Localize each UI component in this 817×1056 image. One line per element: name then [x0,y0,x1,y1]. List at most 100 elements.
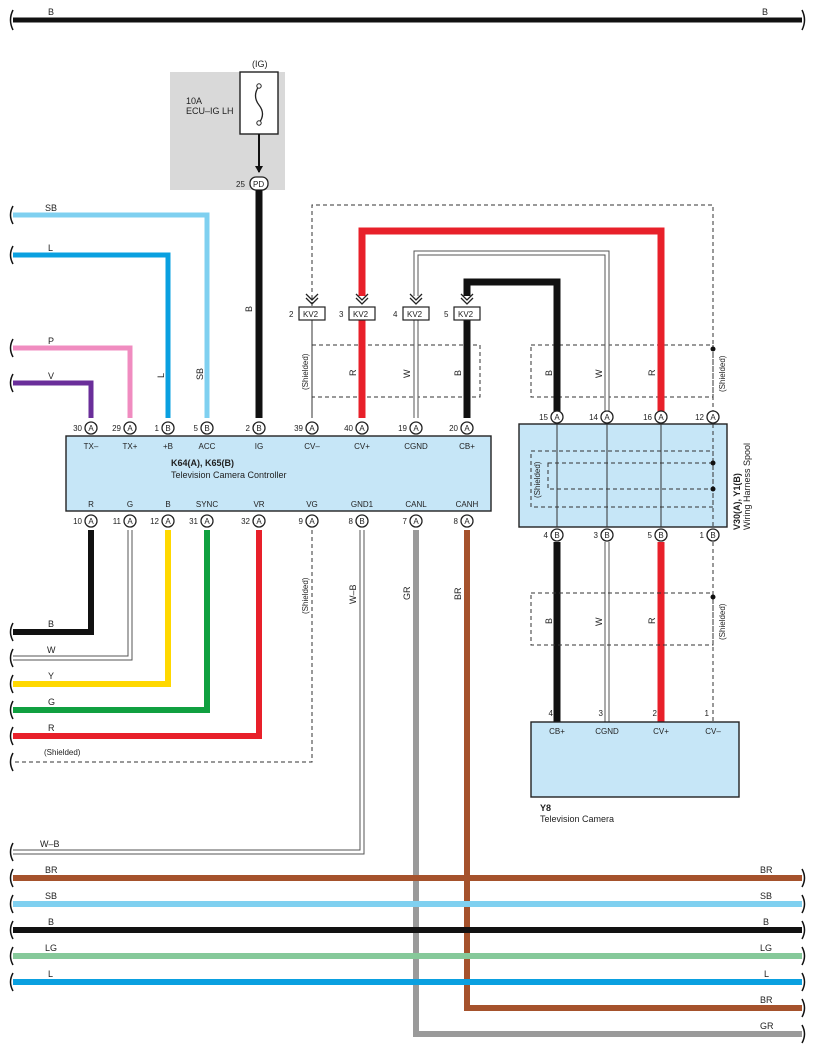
wiring-harness-spool: (Shielded) V30(A), Y1(B) Wiring Harness … [518,423,752,530]
controller-bottom-pin-3-conn: A [204,517,210,526]
controller-bottom-pin-3-label: SYNC [196,500,218,509]
controller-bottom-pin-5-num: 9 [299,517,304,526]
spool-top-pin-1: A14 [589,410,614,424]
camera-desc: Television Camera [540,814,614,824]
spool-bottom-pin-3: B1 [700,528,720,542]
fuse-rating: 10A [186,96,202,106]
spool-top-pin-0-conn: A [554,413,560,422]
spool-top-pin-2: A16 [643,410,668,424]
spool-bottom-pin-2-num: 5 [648,531,653,540]
bus-l-right: L [764,969,769,979]
controller-bottom-pin-2-label: B [165,500,170,509]
spool-top-pin-0: A15 [539,410,564,424]
controller-bottom-pin-7-conn: A [413,517,419,526]
camera-pin-3: 1CV– [705,709,722,736]
wire-sb-label: SB [195,368,205,380]
camera-pin-0-label: CB+ [549,727,565,736]
controller-top-pin-6-label: CV+ [354,442,370,451]
spool-bottom-pin-1: B3 [594,528,614,542]
bus-sb-right: SB [760,891,772,901]
controller-bottom-pin-7-num: 7 [403,517,408,526]
controller-top-pin-1-conn: A [127,424,133,433]
bus-lg-right: LG [760,943,772,953]
left-output-r-label: R [48,723,55,733]
junction-kv2-4: KV2 4 [393,293,430,321]
wire-ig-label: B [244,306,254,312]
left-input-sb-label: SB [45,203,57,213]
camera-pin-2-label: CV+ [653,727,669,736]
spool-lower-wire-w: W [594,617,604,626]
spool-inner-shield: (Shielded) [533,461,542,498]
fuse-name: ECU–IG LH [186,106,234,116]
controller-top-pin-6-conn: A [359,424,365,433]
spool-name: V30(A), Y1(B) [732,473,742,530]
spool-bottom-pin-2-conn: B [658,531,663,540]
wire-canh-label: BR [453,587,463,600]
junction-kv2-2-num: 2 [289,310,294,319]
fuse-source: (IG) [252,59,268,69]
controller-bottom-pin-6-label: GND1 [351,500,374,509]
junction-connectors: KV2 2 KV2 3 KV2 4 KV2 5 [289,293,481,321]
spool-camera-wiring: B W R (Shielded) [530,542,727,722]
controller-top-pin-1-num: 29 [112,424,121,433]
left-output-w-label: W [47,645,56,655]
spool-bottom-pin-3-num: 1 [700,531,705,540]
controller-top-pin-2-conn: B [165,424,170,433]
camera-pin-0-num: 4 [549,709,554,718]
bus-gr-right: GR [760,1021,774,1031]
controller-top-pin-3-label: ACC [199,442,216,451]
ground-and-can-wiring: W–B GR BR [13,530,802,1037]
junction-kv2-5: KV2 5 [444,293,481,321]
controller-top-pin-6-num: 40 [344,424,353,433]
top-bus-left-label: B [48,7,54,17]
bottom-bus-lines: W–B BR BR SB SB B B LG LG L L BR GR [9,839,806,1044]
camera-pin-2-num: 2 [653,709,658,718]
spool-bottom-pin-2: B5 [648,528,668,542]
junction-kv2-2-name: KV2 [303,310,319,319]
vg-shield-label: (Shielded) [301,577,310,614]
controller-bottom-pin-5-conn: A [309,517,315,526]
junction-kv2-5-name: KV2 [458,310,474,319]
controller-name: K64(A), K65(B) [171,458,234,468]
controller-bottom-pin-0-conn: A [88,517,94,526]
controller-top-pin-8-label: CB+ [459,442,475,451]
television-camera: Y8 Television Camera [530,721,740,824]
spool-upper-wire-r: R [647,369,657,376]
spool-top-pin-3: A12 [695,410,720,424]
controller-top-pin-5-num: 39 [294,424,303,433]
spool-top-pin-1-conn: A [604,413,610,422]
spool-lower-wire-b: B [544,618,554,624]
controller-top-pin-5-label: CV– [304,442,320,451]
camera-pin-3-num: 1 [705,709,710,718]
junction-kv2-3-num: 3 [339,310,344,319]
controller-bottom-pin-3-num: 31 [189,517,198,526]
left-output-b-label: B [48,619,54,629]
controller-bottom-pin-8-conn: A [464,517,470,526]
controller-bottom-pin-2-conn: A [165,517,171,526]
top-bus: B B [9,7,806,31]
spool-top-pin-2-num: 16 [643,413,652,422]
controller-bottom-pin-8-num: 8 [454,517,459,526]
controller-bottom-pin-1-label: G [127,500,133,509]
controller-bottom-pins: A10RA11GA12BA31SYNCA32VRA9VGB8GND1A7CANL… [73,500,479,528]
bus-b-left: B [48,917,54,927]
left-input-l-label: L [48,243,53,253]
controller-bottom-pin-6-conn: B [359,517,364,526]
spool-lower-shield: (Shielded) [718,603,727,640]
wire-cbp-label: B [453,370,463,376]
wire-cvp-label: R [348,369,358,376]
